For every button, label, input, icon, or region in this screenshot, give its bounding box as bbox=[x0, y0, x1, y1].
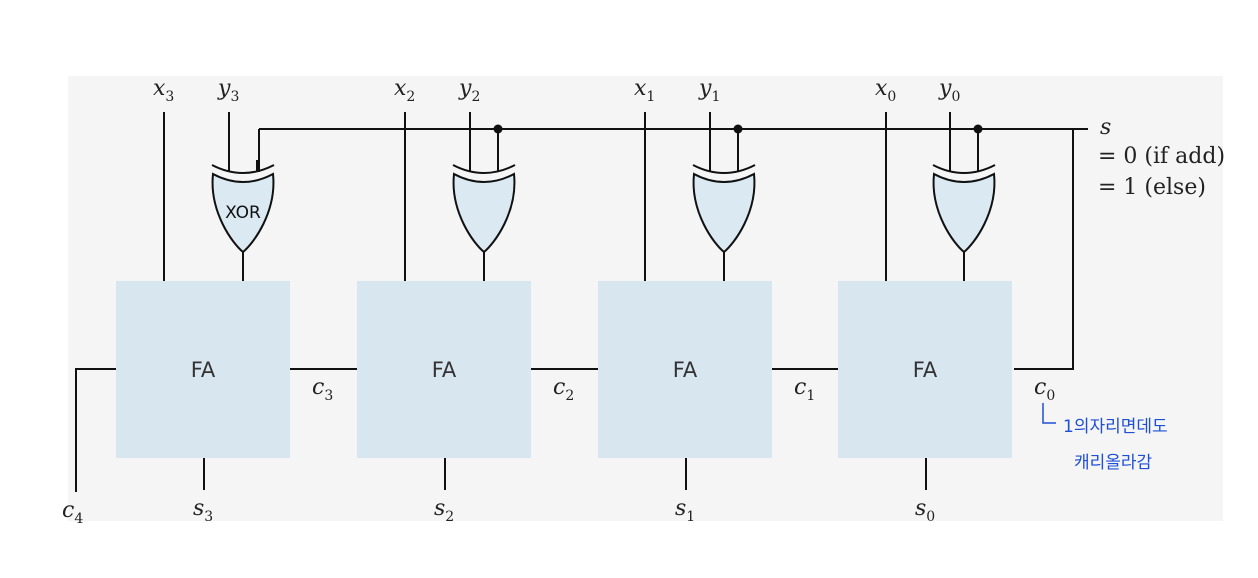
full-adder-block bbox=[598, 281, 772, 458]
sum-label: s2 bbox=[434, 496, 454, 525]
full-adder-stage-2: FA bbox=[531, 112, 772, 490]
xor-gate bbox=[452, 172, 516, 254]
xor-gate-label: XOR bbox=[225, 203, 261, 223]
xor-gate-extra-curve bbox=[211, 164, 275, 174]
carry-label: c1 bbox=[794, 375, 815, 404]
xor-gate-extra-curve bbox=[692, 164, 756, 174]
carry-in-label: c0 bbox=[1034, 375, 1055, 404]
full-adder-block bbox=[357, 281, 531, 458]
x-input-label: x0 bbox=[875, 76, 896, 105]
control-subtract-label: = 1 (else) bbox=[1098, 175, 1206, 200]
sum-label: s1 bbox=[675, 496, 695, 525]
annotation-line-1: 1의자리면데도 bbox=[1063, 417, 1168, 437]
carry-out-wire bbox=[75, 368, 116, 492]
control-to-carry-in-wire bbox=[1014, 129, 1074, 370]
junction-dot bbox=[733, 124, 743, 134]
junction-dot bbox=[973, 124, 983, 134]
x-input-label: x2 bbox=[394, 76, 415, 105]
full-adder-label: FA bbox=[191, 358, 216, 382]
x-input-label: x3 bbox=[153, 76, 174, 105]
xor-gate bbox=[211, 172, 275, 254]
xor-gate-extra-curve bbox=[932, 164, 996, 174]
control-signal-label: s bbox=[1100, 115, 1111, 140]
carry-label: c2 bbox=[553, 375, 574, 404]
full-adder-label: FA bbox=[913, 358, 938, 382]
y-input-label: y2 bbox=[458, 76, 480, 105]
full-adder-block bbox=[838, 281, 1012, 458]
annotation-line-2: 캐리올라감 bbox=[1074, 453, 1153, 473]
junction-dot bbox=[493, 124, 503, 134]
x-input-label: x1 bbox=[634, 76, 655, 105]
carry-label: c3 bbox=[312, 375, 333, 404]
full-adder-block bbox=[116, 281, 290, 458]
carry-out-label: c4 bbox=[62, 498, 83, 527]
full-adder-stage-3: FA bbox=[772, 112, 1012, 490]
y-input-label: y1 bbox=[698, 76, 720, 105]
full-adder-label: FA bbox=[673, 358, 698, 382]
annotation-corner-mark bbox=[1042, 403, 1056, 424]
xor-gate bbox=[932, 172, 996, 254]
control-add-label: = 0 (if add) bbox=[1098, 144, 1225, 169]
y-input-label: y3 bbox=[217, 76, 239, 105]
full-adder-label: FA bbox=[432, 358, 457, 382]
full-adder-stage-1: FA bbox=[290, 112, 531, 490]
xor-gate bbox=[692, 172, 756, 254]
xor-gate-extra-curve bbox=[452, 164, 516, 174]
sum-label: s0 bbox=[915, 496, 935, 525]
full-adder-stage-0: XOR FA bbox=[75, 112, 290, 492]
y-input-label: y0 bbox=[938, 76, 960, 105]
sum-label: s3 bbox=[193, 496, 213, 525]
